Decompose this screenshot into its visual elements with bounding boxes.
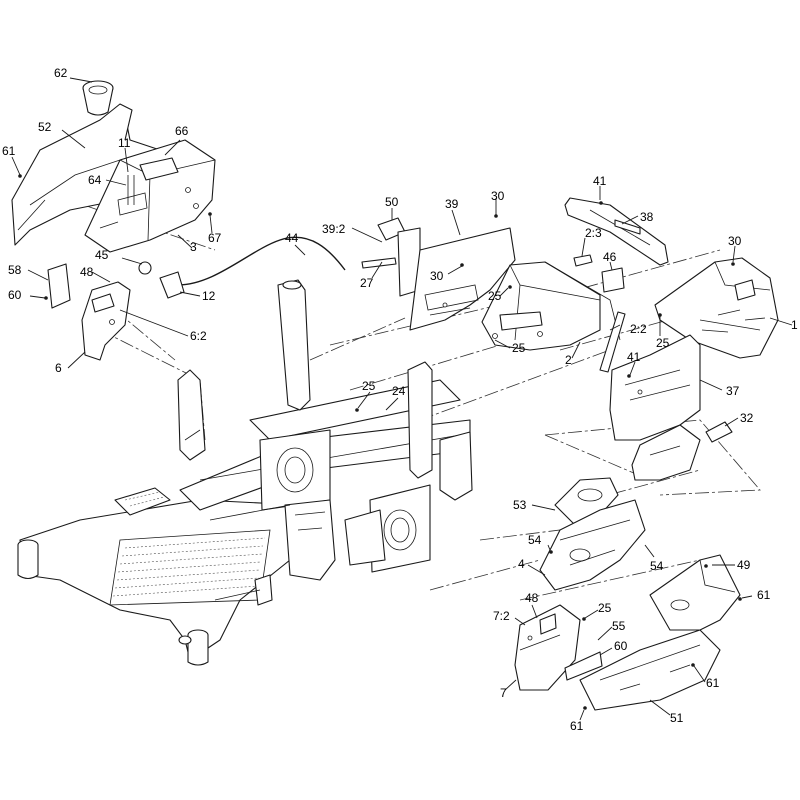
callout-60: 60 [8, 288, 22, 302]
main-frame [17, 279, 473, 666]
callout-52: 52 [38, 120, 52, 134]
callout-30: 30 [491, 189, 505, 203]
callout-41: 41 [627, 350, 641, 364]
callout-61: 61 [757, 588, 771, 602]
callout-3: 3 [190, 240, 197, 254]
callout-25: 25 [598, 601, 612, 615]
part-37-lower-panel [631, 424, 701, 481]
part-7-front-console [514, 604, 581, 691]
part-2-2-strip [599, 311, 626, 373]
part-51-lower-panel [579, 629, 721, 711]
part-2-3-small-plate [573, 254, 593, 267]
callout-30: 30 [728, 234, 742, 248]
callout-2: 2 [565, 353, 572, 367]
callout-24: 24 [392, 384, 406, 398]
callout-25: 25 [362, 379, 376, 393]
callout-41: 41 [593, 174, 607, 188]
callout-62: 62 [54, 66, 68, 80]
part-55-plate [564, 651, 603, 681]
callout-11: 11 [118, 136, 131, 150]
callout-55: 55 [612, 619, 626, 633]
callout-1: 1 [791, 318, 798, 332]
part-39-mount-plate [361, 227, 516, 331]
part-62-cup-holder [82, 80, 114, 116]
callout-2-3: 2:3 [585, 226, 602, 240]
callout-30: 30 [430, 269, 444, 283]
callout-54: 54 [528, 533, 542, 547]
callout-6-2: 6:2 [190, 329, 207, 343]
callout-46: 46 [603, 250, 617, 264]
callout-58: 58 [8, 263, 22, 277]
callout-54: 54 [650, 559, 664, 573]
part-1-right-fender [654, 257, 779, 359]
part-66-control-box [84, 139, 216, 253]
callout-66: 66 [175, 124, 189, 138]
callout-44: 44 [285, 231, 299, 245]
part-44-cable [138, 236, 346, 299]
callout-39-2: 39:2 [322, 222, 346, 236]
callout-64: 64 [88, 173, 102, 187]
callout-45: 45 [95, 248, 109, 262]
callout-60: 60 [614, 639, 628, 653]
part-46-spacer [601, 267, 625, 293]
part-4-console [539, 499, 646, 591]
callout-25: 25 [488, 289, 502, 303]
part-6-switch-panel [81, 281, 131, 361]
callout-53: 53 [513, 498, 527, 512]
callout-37: 37 [726, 384, 740, 398]
callout-50: 50 [385, 195, 399, 209]
callout-25: 25 [512, 341, 526, 355]
callout-61: 61 [706, 676, 720, 690]
leader-lines [11, 77, 793, 721]
callout-27: 27 [360, 276, 374, 290]
callout-51: 51 [670, 711, 684, 725]
part-38-top-rail [564, 197, 669, 266]
callout-49: 49 [737, 558, 751, 572]
callout-67: 67 [208, 231, 222, 245]
callout-39: 39 [445, 197, 459, 211]
part-58-cover-plate [47, 263, 71, 309]
callout-25: 25 [656, 336, 670, 350]
callout-6: 6 [55, 361, 62, 375]
part-37-side-panel [609, 334, 701, 441]
part-49-lower-cover [649, 554, 741, 631]
part-32-knob [705, 421, 733, 443]
callout-7: 7 [500, 686, 507, 700]
callout-2-2: 2:2 [630, 322, 647, 336]
callout-12: 12 [202, 289, 216, 303]
callout-48: 48 [80, 265, 94, 279]
callout-61: 61 [2, 144, 16, 158]
part-2-center-bracket [481, 261, 621, 351]
callout-32: 32 [740, 411, 754, 425]
callout-7-2: 7:2 [493, 609, 510, 623]
callout-48: 48 [525, 591, 539, 605]
callout-4: 4 [518, 557, 525, 571]
callout-labels: 62 52 61 11 66 64 3 67 45 44 12 58 48 60… [2, 66, 798, 733]
callout-38: 38 [640, 210, 654, 224]
callout-61: 61 [570, 719, 584, 733]
